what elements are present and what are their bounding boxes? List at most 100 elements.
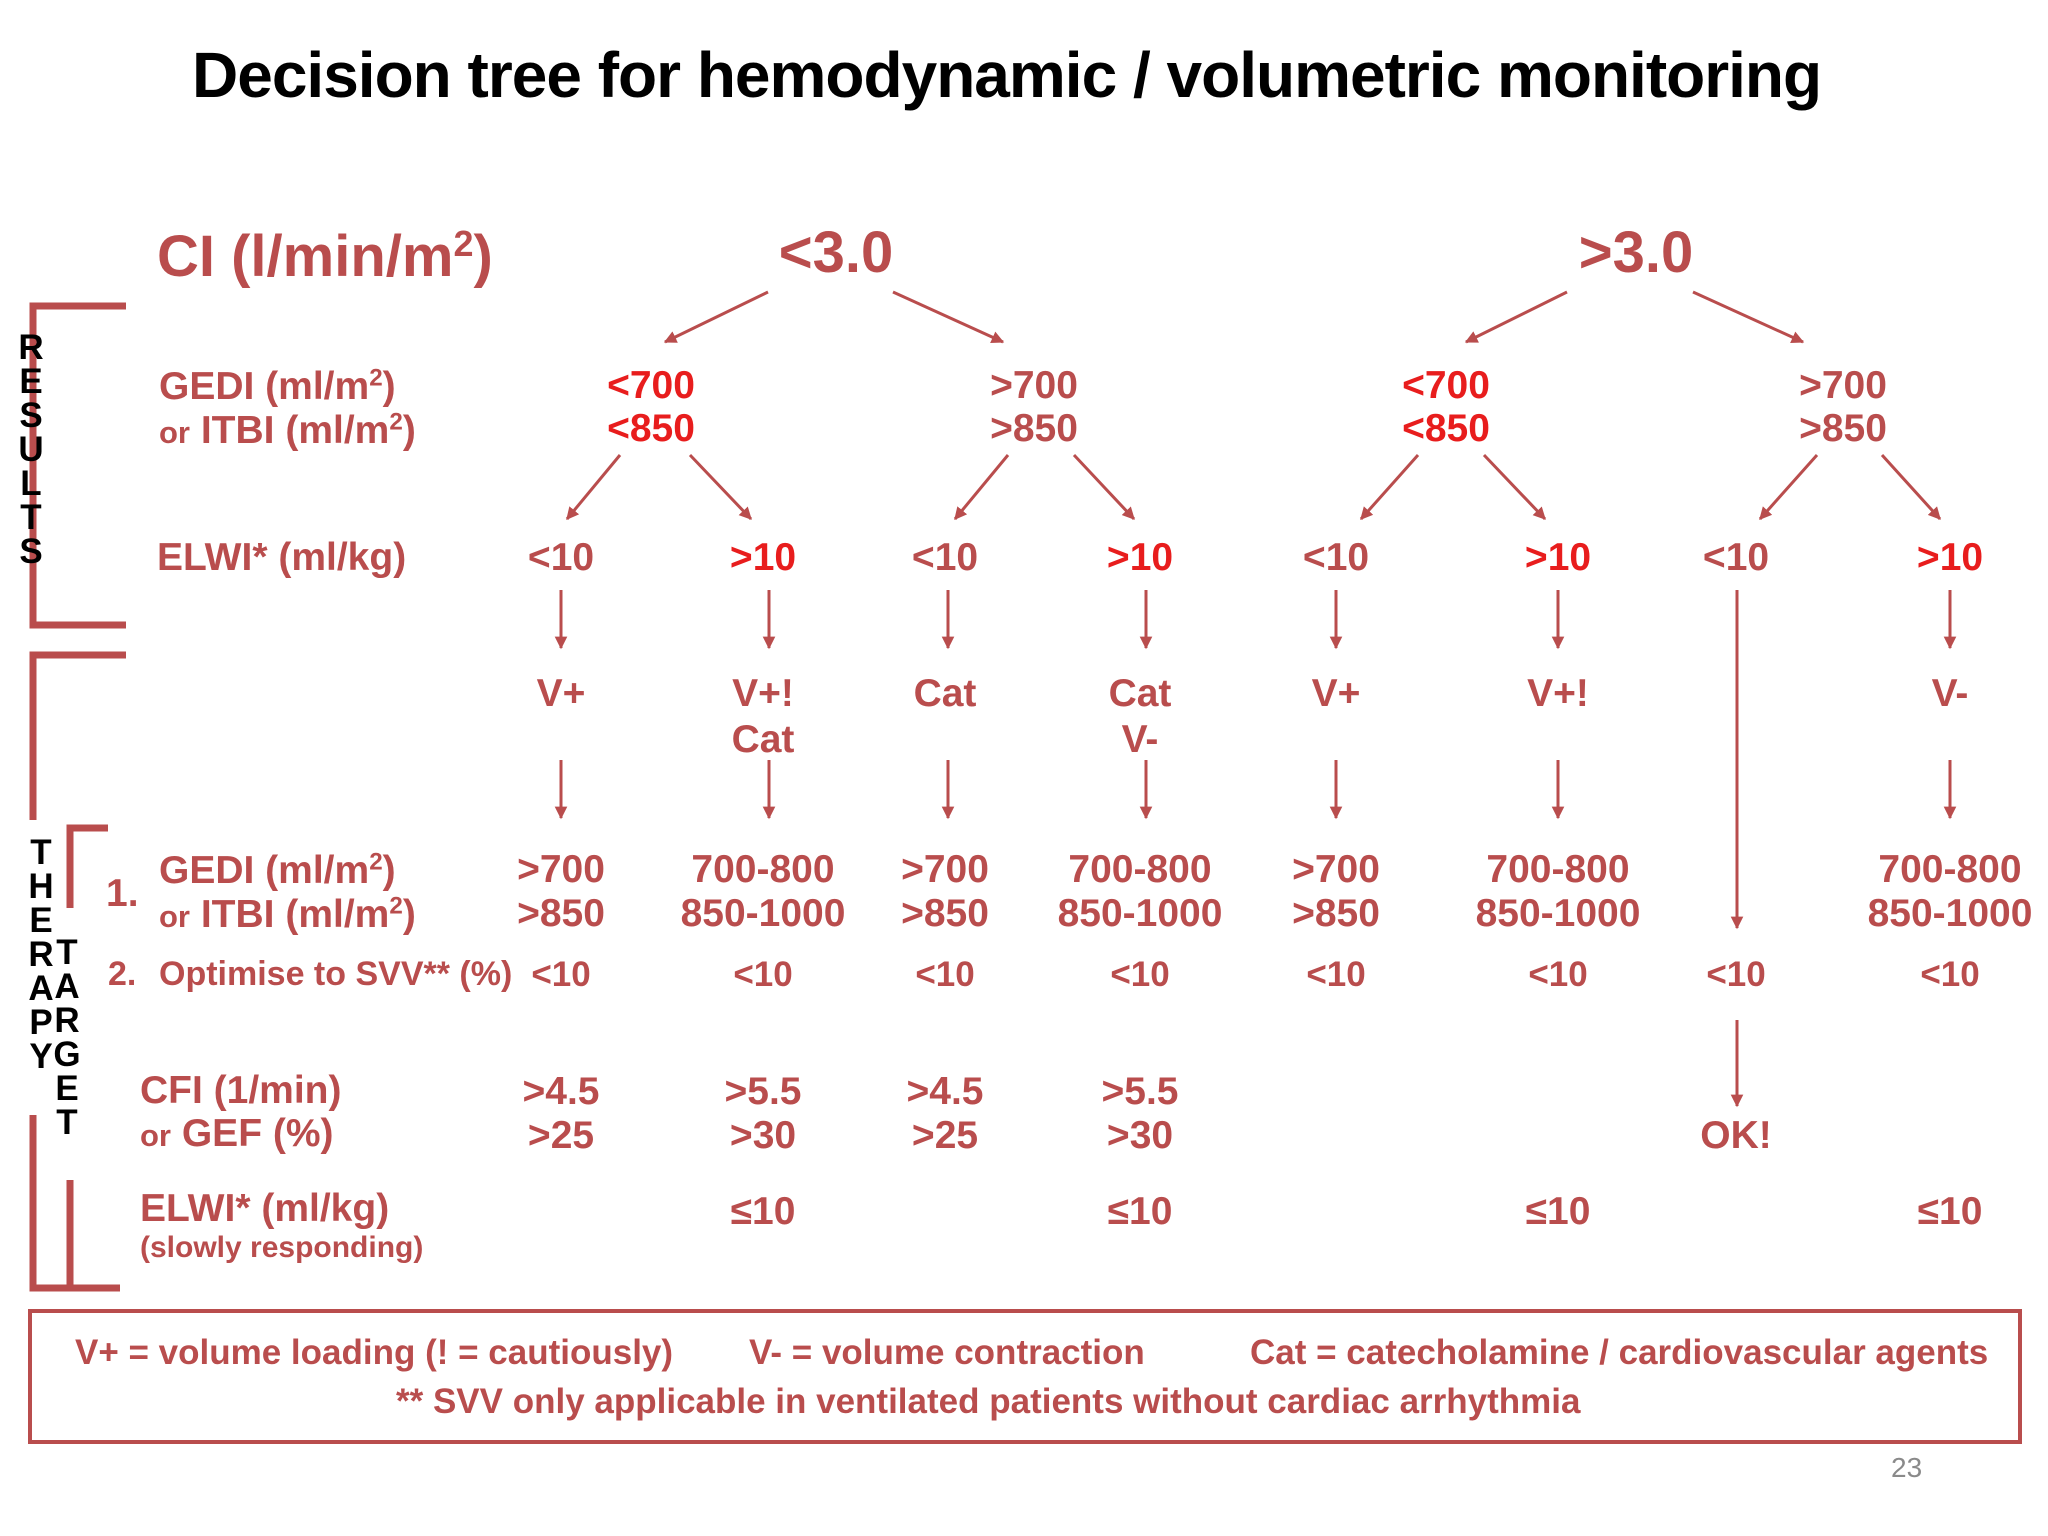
- legend-box: [28, 1309, 2022, 1444]
- therapy-action: V-: [1931, 672, 1969, 715]
- side-letter: T: [20, 498, 42, 537]
- side-letter: T: [56, 1103, 78, 1142]
- tree-arrows: [554, 290, 1957, 1108]
- target-gef-value: >30: [729, 1114, 797, 1157]
- slowly-responding-note: (slowly responding): [140, 1231, 424, 1264]
- target-elwi-value: ≤10: [1107, 1190, 1173, 1233]
- arrow: [1482, 453, 1547, 521]
- elwi-branch-value: >10: [1524, 536, 1592, 579]
- target-cfi-value: >5.5: [724, 1070, 802, 1113]
- therapy-action: V+!: [732, 672, 794, 715]
- page-number: 23: [1891, 1452, 1923, 1483]
- results-bracket: [29, 302, 126, 629]
- arrow: [1758, 454, 1819, 520]
- gedi-branch: <700<850: [607, 364, 695, 450]
- elwi-target-label: ELWI* (ml/kg): [140, 1187, 390, 1230]
- side-letter: G: [53, 1035, 81, 1074]
- legend-svv-note: ** SVV only applicable in ventilated pat…: [396, 1382, 1581, 1421]
- side-letter: T: [56, 933, 78, 972]
- therapy-action: V+: [1311, 672, 1361, 715]
- elwi-branch-value: <10: [527, 536, 595, 579]
- therapy-bracket-bottom: [29, 1115, 120, 1292]
- target-elwi-value: ≤10: [1917, 1190, 1983, 1233]
- gedi-branch: <700<850: [1402, 364, 1490, 450]
- arrow: [1359, 454, 1420, 520]
- target-gef-value: >25: [527, 1114, 595, 1157]
- target-gef-value: >25: [911, 1114, 979, 1157]
- elwi-branch-value: >10: [1106, 536, 1174, 579]
- target-gedi-value: 700-800: [1068, 848, 1212, 891]
- target-itbi-value: 850-1000: [1867, 892, 2033, 935]
- itbi-label: or ITBI (ml/m2): [159, 408, 416, 452]
- target-svv-value: <10: [531, 955, 591, 994]
- target-elwi-value: ≤10: [730, 1190, 796, 1233]
- ci-value-low: <3.0: [778, 220, 894, 285]
- target-gedi-value: >700: [1292, 848, 1380, 891]
- target-svv-value: <10: [1920, 955, 1980, 994]
- arrow: [663, 290, 769, 344]
- side-letter: S: [19, 396, 43, 435]
- arrow: [1072, 453, 1136, 521]
- page-title: Decision tree for hemodynamic / volumetr…: [192, 39, 1822, 111]
- cfi-label: CFI (1/min): [140, 1069, 342, 1112]
- side-letter: Y: [29, 1037, 53, 1076]
- target-gedi-value: >700: [517, 848, 605, 891]
- target-svv-value: <10: [733, 955, 793, 994]
- ci-value-high: >3.0: [1578, 220, 1694, 285]
- side-letter: R: [18, 328, 44, 367]
- arrow: [953, 454, 1010, 520]
- target-itbi-value: 850-1000: [680, 892, 846, 935]
- target-gef-value: >30: [1106, 1114, 1174, 1157]
- side-letter: H: [28, 867, 54, 906]
- gedi-branch: >700>850: [1799, 364, 1887, 450]
- target-svv-value: <10: [1706, 955, 1766, 994]
- target-gedi-label: GEDI (ml/m2): [159, 848, 396, 892]
- ok-result: OK!: [1700, 1114, 1772, 1157]
- therapy-action: V+: [536, 672, 586, 715]
- side-letter: L: [20, 464, 42, 503]
- gef-label: or GEF (%): [140, 1112, 334, 1155]
- side-letter: E: [19, 362, 43, 401]
- target-itbi-value: >850: [901, 892, 989, 935]
- target-cfi-value: >4.5: [522, 1070, 600, 1113]
- therapy-action: Cat: [731, 718, 795, 761]
- target-bracket-top: [66, 824, 108, 908]
- side-letter: R: [54, 1001, 80, 1040]
- target-svv-value: <10: [1528, 955, 1588, 994]
- ci-label: CI (l/min/m2): [157, 223, 493, 289]
- therapy-action: V-: [1121, 718, 1159, 761]
- target-itbi-value: 850-1000: [1475, 892, 1641, 935]
- elwi-branch-value: >10: [1916, 536, 1984, 579]
- step-2-number: 2.: [108, 955, 137, 993]
- side-brackets: [29, 302, 126, 1292]
- arrow: [565, 454, 622, 520]
- elwi-branch-value: <10: [911, 536, 979, 579]
- target-svv-value: <10: [915, 955, 975, 994]
- target-gedi-value: 700-800: [691, 848, 835, 891]
- gedi-label: GEDI (ml/m2): [159, 364, 396, 408]
- therapy-action: Cat: [1108, 672, 1172, 715]
- legend-v-minus: V- = volume contraction: [749, 1333, 1145, 1372]
- gedi-branch: >700>850: [990, 364, 1078, 450]
- side-letter: T: [30, 833, 52, 872]
- therapy-action: Cat: [913, 672, 977, 715]
- arrow: [1464, 290, 1568, 344]
- side-letter: E: [29, 901, 53, 940]
- side-letter: R: [28, 935, 54, 974]
- target-gedi-value: 700-800: [1486, 848, 1630, 891]
- target-cfi-value: >5.5: [1101, 1070, 1179, 1113]
- therapy-action: V+!: [1527, 672, 1589, 715]
- elwi-branch-value: <10: [1702, 536, 1770, 579]
- arrow: [1692, 290, 1805, 344]
- target-svv-value: <10: [1110, 955, 1170, 994]
- svv-label: Optimise to SVV** (%): [159, 955, 513, 993]
- target-itbi-label: or ITBI (ml/m2): [159, 892, 416, 936]
- side-letter: A: [54, 967, 80, 1006]
- target-elwi-value: ≤10: [1525, 1190, 1591, 1233]
- step-1-number: 1.: [106, 872, 139, 915]
- arrow: [688, 453, 753, 521]
